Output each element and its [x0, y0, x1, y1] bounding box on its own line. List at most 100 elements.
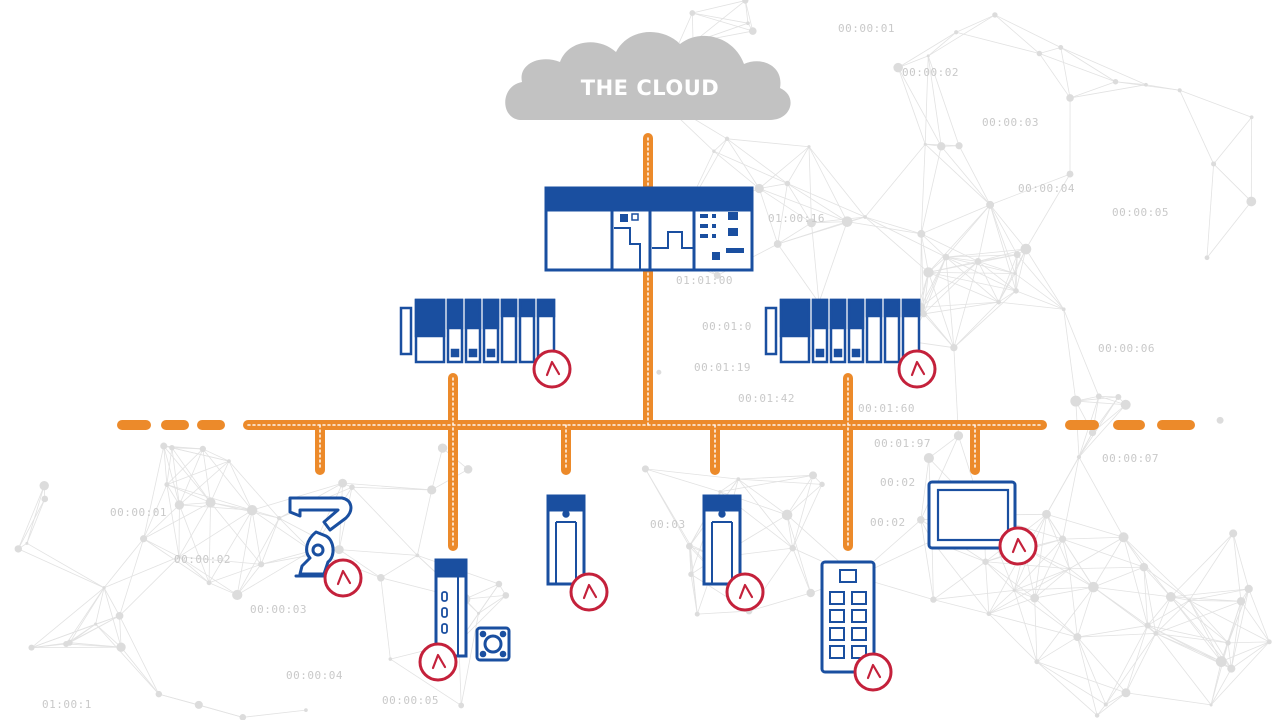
- background-node: [377, 573, 385, 582]
- background-link: [697, 610, 750, 615]
- background-node: [1112, 78, 1119, 85]
- background-link: [1123, 536, 1190, 601]
- background-link: [931, 540, 934, 600]
- background-node: [942, 253, 950, 261]
- background-link: [956, 14, 996, 33]
- timestamp-label: 00:00:03: [982, 116, 1039, 129]
- timestamp-label: 00:00:06: [1098, 342, 1155, 355]
- background-link: [1155, 600, 1190, 634]
- background-link: [210, 502, 280, 519]
- background-node: [1121, 688, 1131, 698]
- background-link: [864, 216, 922, 235]
- background-node: [232, 589, 243, 601]
- background-link: [998, 254, 1018, 303]
- background-node: [206, 580, 212, 586]
- background-node: [1249, 115, 1254, 120]
- background-node: [1061, 307, 1066, 312]
- background-node: [926, 54, 930, 58]
- background-link: [119, 615, 160, 695]
- background-node: [14, 545, 22, 553]
- background-link: [1034, 597, 1078, 638]
- background-node: [246, 504, 258, 516]
- background-link: [1014, 590, 1078, 638]
- background-link: [713, 150, 760, 189]
- background-node: [338, 478, 348, 488]
- background-link: [143, 538, 180, 558]
- background-network-lines: [17, 0, 1270, 718]
- timestamp-label: 00:01:97: [874, 437, 931, 450]
- timestamp-label: 00:02: [880, 476, 916, 489]
- background-link: [178, 556, 210, 584]
- background-link: [787, 183, 848, 222]
- background-link: [945, 256, 999, 303]
- background-node: [986, 611, 992, 617]
- background-link: [994, 14, 1061, 48]
- background-link: [69, 642, 122, 648]
- background-link: [103, 587, 120, 617]
- background-link: [928, 204, 991, 273]
- background-link: [1232, 533, 1250, 590]
- background-link: [998, 301, 1064, 310]
- background-link: [956, 31, 1040, 54]
- background-link: [977, 204, 991, 262]
- background-link: [236, 564, 262, 596]
- background-link: [1034, 538, 1063, 599]
- background-node: [789, 544, 796, 552]
- background-link: [758, 188, 779, 245]
- background-node: [304, 708, 308, 712]
- background-link: [1240, 601, 1270, 643]
- background-link: [792, 484, 823, 549]
- background-node: [388, 657, 393, 661]
- background-node: [807, 145, 811, 149]
- background-link: [1077, 636, 1107, 705]
- timestamp-label: 00:00:05: [1112, 206, 1169, 219]
- background-link: [1143, 567, 1157, 634]
- background-link: [95, 623, 160, 695]
- background-link: [1123, 537, 1145, 568]
- background-link: [1179, 89, 1252, 118]
- background-link: [166, 447, 173, 485]
- background-link: [1025, 248, 1065, 310]
- background-link: [202, 448, 230, 462]
- background-link: [1227, 642, 1232, 669]
- background-link: [985, 561, 1035, 599]
- timestamp-label: 00:00:01: [110, 506, 167, 519]
- background-link: [1013, 590, 1038, 662]
- background-link: [713, 150, 788, 184]
- background-node: [1042, 509, 1051, 519]
- background-node: [713, 271, 721, 279]
- plc-rack-icon: [399, 298, 556, 364]
- background-link: [777, 243, 820, 303]
- background-node: [1187, 598, 1192, 603]
- background-link: [811, 216, 866, 224]
- background-node: [349, 484, 355, 490]
- background-node: [1073, 633, 1082, 642]
- background-node: [66, 639, 73, 646]
- background-node: [1088, 428, 1097, 437]
- background-link: [95, 623, 122, 648]
- background-link: [1024, 547, 1094, 588]
- background-node: [974, 258, 982, 265]
- clock-icon: [897, 349, 937, 389]
- background-node: [1139, 562, 1149, 572]
- background-node: [164, 482, 170, 488]
- background-link: [921, 233, 979, 262]
- background-link: [989, 204, 1018, 255]
- background-link: [692, 0, 746, 14]
- background-link: [1076, 586, 1094, 638]
- background-link: [897, 31, 957, 68]
- background-link: [1170, 596, 1242, 602]
- background-node: [819, 481, 825, 488]
- background-link: [1189, 533, 1234, 601]
- timestamp-label: 00:02: [870, 516, 906, 529]
- background-link: [103, 587, 122, 648]
- background-node: [458, 702, 465, 709]
- background-link: [988, 597, 1035, 615]
- timestamp-label: 00:03: [650, 518, 686, 531]
- background-link: [994, 14, 1040, 54]
- timestamp-label: 00:01:19: [694, 361, 751, 374]
- timestamp-label: 00:01:0: [702, 320, 752, 333]
- background-link: [759, 188, 812, 224]
- background-link: [464, 594, 506, 600]
- background-node: [28, 644, 35, 651]
